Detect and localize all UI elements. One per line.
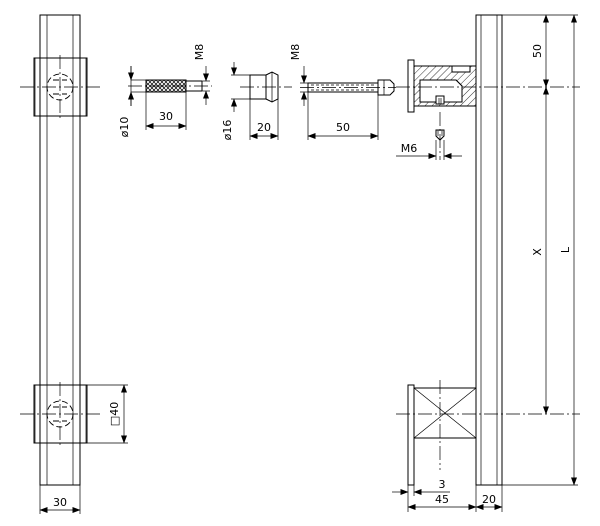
wall-plate-top bbox=[407, 59, 415, 113]
set-screw: M6 bbox=[396, 112, 462, 160]
knurled-pin: ø10 M8 30 bbox=[118, 44, 212, 138]
front-bar bbox=[39, 14, 81, 486]
total-length-label: L bbox=[559, 246, 572, 253]
side-bar bbox=[475, 14, 503, 486]
projection-label: 45 bbox=[435, 493, 449, 506]
wall-gap-label: 3 bbox=[439, 478, 446, 491]
screw-length-label: 50 bbox=[336, 121, 350, 134]
spacer-diameter-label: ø16 bbox=[221, 120, 234, 141]
side-top-bracket-section bbox=[413, 65, 477, 107]
front-top-bracket bbox=[20, 55, 100, 120]
screw: M8 50 bbox=[289, 44, 396, 140]
front-view: □40 30 bbox=[20, 14, 128, 514]
pin-diameter-label: ø10 bbox=[118, 117, 131, 138]
pin-thread-label: M8 bbox=[193, 44, 206, 61]
front-bottom-bracket bbox=[20, 382, 100, 447]
bar-width-side-label: 20 bbox=[482, 493, 496, 506]
spacer-length-label: 20 bbox=[257, 121, 271, 134]
bar-width-front-label: 30 bbox=[53, 496, 67, 509]
top-offset-label: 50 bbox=[531, 44, 544, 58]
spacer-nut: ø16 20 bbox=[221, 62, 292, 140]
bracket-section-label: □40 bbox=[108, 402, 121, 426]
side-bottom-bracket bbox=[396, 380, 580, 486]
center-distance-label: X bbox=[531, 248, 544, 256]
side-view: M6 50 X L 3 bbox=[392, 14, 580, 512]
set-screw-label: M6 bbox=[401, 142, 418, 155]
screw-thread-label: M8 bbox=[289, 44, 302, 61]
pin-length-label: 30 bbox=[159, 110, 173, 123]
